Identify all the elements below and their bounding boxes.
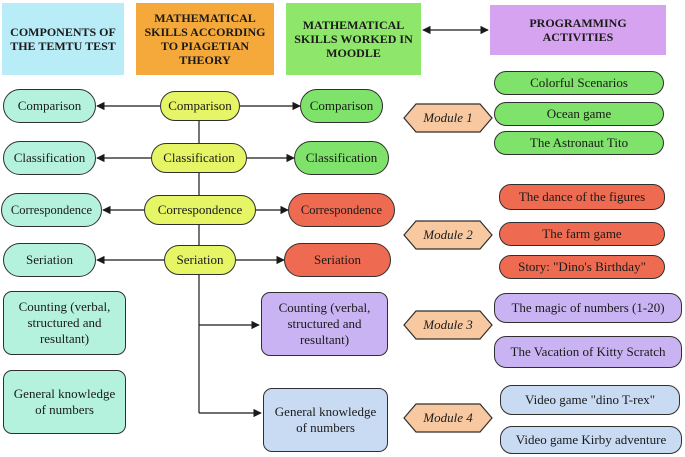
header-components: COMPONENTS OF THE TEMTU TEST [2, 3, 124, 75]
component-comparison: Comparison [3, 89, 96, 123]
module-4-label: Module 4 [423, 410, 473, 425]
piaget-seriation: Seriation [164, 245, 236, 275]
activity-magic-of-numbers: The magic of numbers (1-20) [494, 293, 682, 323]
header-moodle: MATHEMATICAL SKILLS WORKED IN MOODLE [286, 3, 421, 75]
moodle-counting: Counting (verbal, structured and resulta… [261, 292, 388, 356]
header-piaget: MATHEMATICAL SKILLS ACCORDING TO PIAGETI… [136, 3, 274, 75]
activity-vacation-kitty-scratch: The Vacation of Kitty Scratch [494, 336, 682, 368]
piaget-classification: Classification [151, 143, 247, 173]
activity-dance-of-figures: The dance of the figures [499, 184, 665, 210]
module-1-shape [403, 103, 493, 133]
component-classification: Classification [3, 141, 96, 175]
activity-dino-t-rex: Video game "dino T-rex" [500, 385, 680, 415]
module-3-shape [403, 310, 493, 340]
activity-astronaut-tito: The Astronaut Tito [494, 131, 664, 155]
moodle-comparison: Comparison [300, 89, 383, 123]
header-programming: PROGRAMMING ACTIVITIES [490, 5, 666, 55]
activity-farm-game: The farm game [499, 222, 665, 246]
activity-ocean-game: Ocean game [494, 102, 664, 126]
moodle-classification: Classification [294, 141, 389, 175]
component-seriation: Seriation [3, 243, 96, 277]
activity-kirby-adventure: Video game Kirby adventure [500, 426, 682, 454]
component-correspondence: Correspondence [1, 193, 102, 227]
component-counting: Counting (verbal, structured and resulta… [3, 291, 126, 355]
activity-dinos-birthday: Story: "Dino's Birthday" [499, 255, 665, 279]
module-2-label: Module 2 [423, 227, 473, 242]
moodle-seriation: Seriation [284, 243, 391, 277]
moodle-general-knowledge: General knowledge of numbers [263, 388, 388, 452]
component-general-knowledge: General knowledge of numbers [3, 370, 126, 434]
moodle-correspondence: Correspondence [288, 193, 395, 227]
activity-colorful-scenarios: Colorful Scenarios [494, 71, 664, 95]
piaget-comparison: Comparison [160, 91, 240, 121]
module-1-label: Module 1 [423, 110, 473, 125]
module-2-shape [403, 220, 493, 250]
module-4-shape [403, 403, 493, 433]
piaget-correspondence: Correspondence [144, 195, 256, 225]
module-3-label: Module 3 [423, 317, 473, 332]
